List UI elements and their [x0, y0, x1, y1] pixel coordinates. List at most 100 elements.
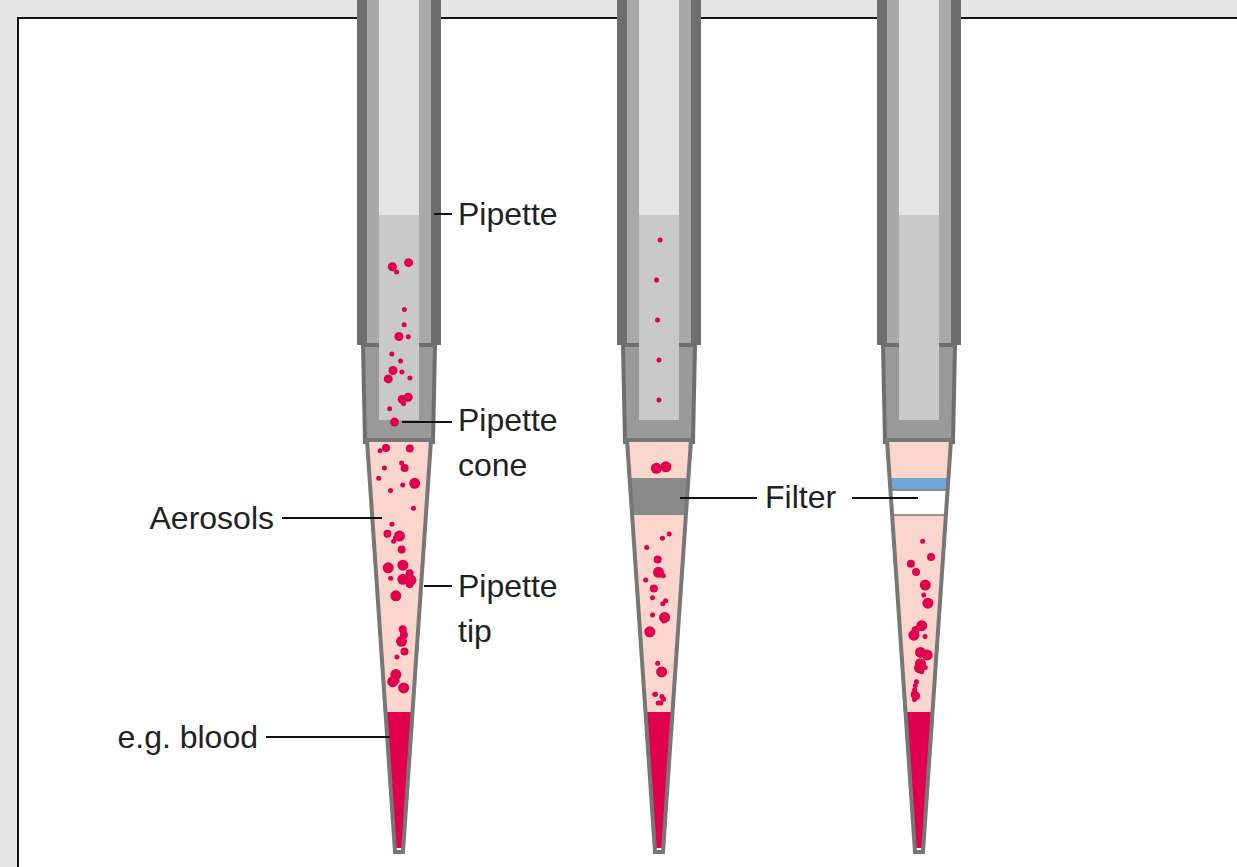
pipette-tip — [887, 440, 951, 852]
leader-line — [282, 517, 382, 519]
aerosol-dot — [643, 577, 648, 582]
aerosol-dot — [920, 539, 925, 544]
aerosol-dot — [382, 465, 387, 470]
aerosol-dot — [656, 358, 661, 363]
aerosol-dot — [655, 318, 660, 323]
aerosol-dot — [406, 444, 414, 452]
aerosol-dot — [388, 366, 397, 375]
tip-band — [890, 490, 947, 515]
aerosol-dot — [406, 569, 414, 577]
aerosol-dot — [387, 676, 398, 687]
leader-line — [434, 213, 452, 215]
aerosol-dot — [387, 406, 392, 411]
aerosol-dot — [394, 655, 399, 660]
aerosol-dot — [384, 374, 393, 383]
aerosol-dot — [390, 590, 401, 601]
aerosol-dot — [400, 482, 405, 487]
aerosol-dot — [388, 488, 393, 493]
aerosol-dot — [407, 375, 412, 380]
aerosol-dot — [663, 598, 668, 603]
aerosol-dot — [656, 700, 661, 705]
aerosol-dot — [404, 258, 413, 267]
pipette-channel — [899, 0, 939, 420]
aerosol-dot — [383, 562, 394, 573]
aerosol-dot — [653, 567, 664, 578]
aerosol-dot — [908, 630, 919, 641]
aerosol-dot — [394, 332, 403, 341]
aerosol-dot — [650, 585, 658, 593]
aerosol-dot — [401, 464, 409, 472]
aerosol-dot — [394, 269, 399, 274]
aerosol-dot — [654, 556, 662, 564]
leader-line — [680, 497, 757, 499]
tip-band — [887, 440, 951, 478]
pipettes — [357, 0, 961, 852]
aerosol-dot — [915, 658, 926, 669]
aerosol-dot — [398, 395, 407, 404]
part-label: Pipette — [458, 192, 618, 237]
aerosol-dot — [401, 647, 409, 655]
aerosol-dot — [382, 444, 390, 452]
aerosol-dot — [388, 576, 393, 581]
pipette-tip — [627, 440, 691, 852]
pipette-channel — [899, 0, 939, 215]
aerosol-dot — [913, 683, 918, 688]
leader-lines — [266, 214, 918, 737]
aerosol-dot — [653, 692, 658, 697]
aerosol-dot — [650, 595, 655, 600]
aerosol-dot — [658, 238, 663, 243]
aerosol-dot — [927, 553, 935, 561]
aerosol-dot — [409, 478, 420, 489]
part-label: Pipette tip — [458, 564, 593, 654]
tip-band — [890, 478, 949, 490]
aerosol-dot — [656, 398, 661, 403]
aerosol-dot — [911, 690, 919, 698]
pipette-channel — [379, 0, 419, 420]
aerosol-dot — [411, 506, 416, 511]
aerosol-dot — [907, 560, 915, 568]
aerosol-dot — [656, 666, 667, 677]
aerosol-dot — [915, 647, 926, 658]
aerosol-dot — [654, 278, 659, 283]
aerosol-dot — [661, 619, 666, 624]
aerosol-dot — [398, 358, 403, 363]
aerosol-dot — [667, 532, 672, 537]
part-label: e.g. blood — [117, 715, 262, 760]
pipette-channel — [639, 0, 679, 420]
leader-line — [424, 585, 452, 587]
aerosol-dot — [660, 536, 665, 541]
aerosol-dot — [659, 612, 670, 623]
tip-band — [627, 440, 691, 478]
aerosol-dot — [648, 630, 653, 635]
aerosol-dot — [661, 697, 666, 702]
aerosol-dot — [376, 476, 381, 481]
aerosol-dot — [378, 448, 383, 453]
part-label: Aerosols — [150, 496, 279, 541]
aerosol-dot — [383, 530, 391, 538]
aerosol-dot — [406, 334, 411, 339]
aerosol-dot — [922, 598, 933, 609]
aerosol-dot — [652, 692, 657, 697]
aerosol-dot — [398, 682, 409, 693]
part-label: Pipette cone — [458, 398, 593, 488]
aerosol-dot — [919, 669, 924, 674]
aerosol-dot — [644, 545, 649, 550]
aerosol-dot — [399, 369, 404, 374]
aerosol-dot — [402, 322, 407, 327]
tip-band — [630, 478, 689, 515]
aerosol-dot — [651, 463, 662, 474]
aerosol-dot — [390, 418, 399, 427]
aerosol-dot — [912, 568, 920, 576]
aerosol-dot — [644, 626, 655, 637]
aerosol-dot — [396, 636, 407, 647]
pipette-tip — [367, 440, 431, 852]
leader-line — [852, 497, 918, 499]
pipette-channel — [379, 0, 419, 215]
leader-line — [402, 421, 452, 423]
aerosol-dot — [660, 461, 671, 472]
aerosol-dot — [402, 307, 407, 312]
aerosol-dot — [920, 580, 931, 591]
aerosol-dot — [655, 661, 660, 666]
aerosol-dot — [399, 625, 407, 633]
leader-line — [266, 736, 390, 738]
